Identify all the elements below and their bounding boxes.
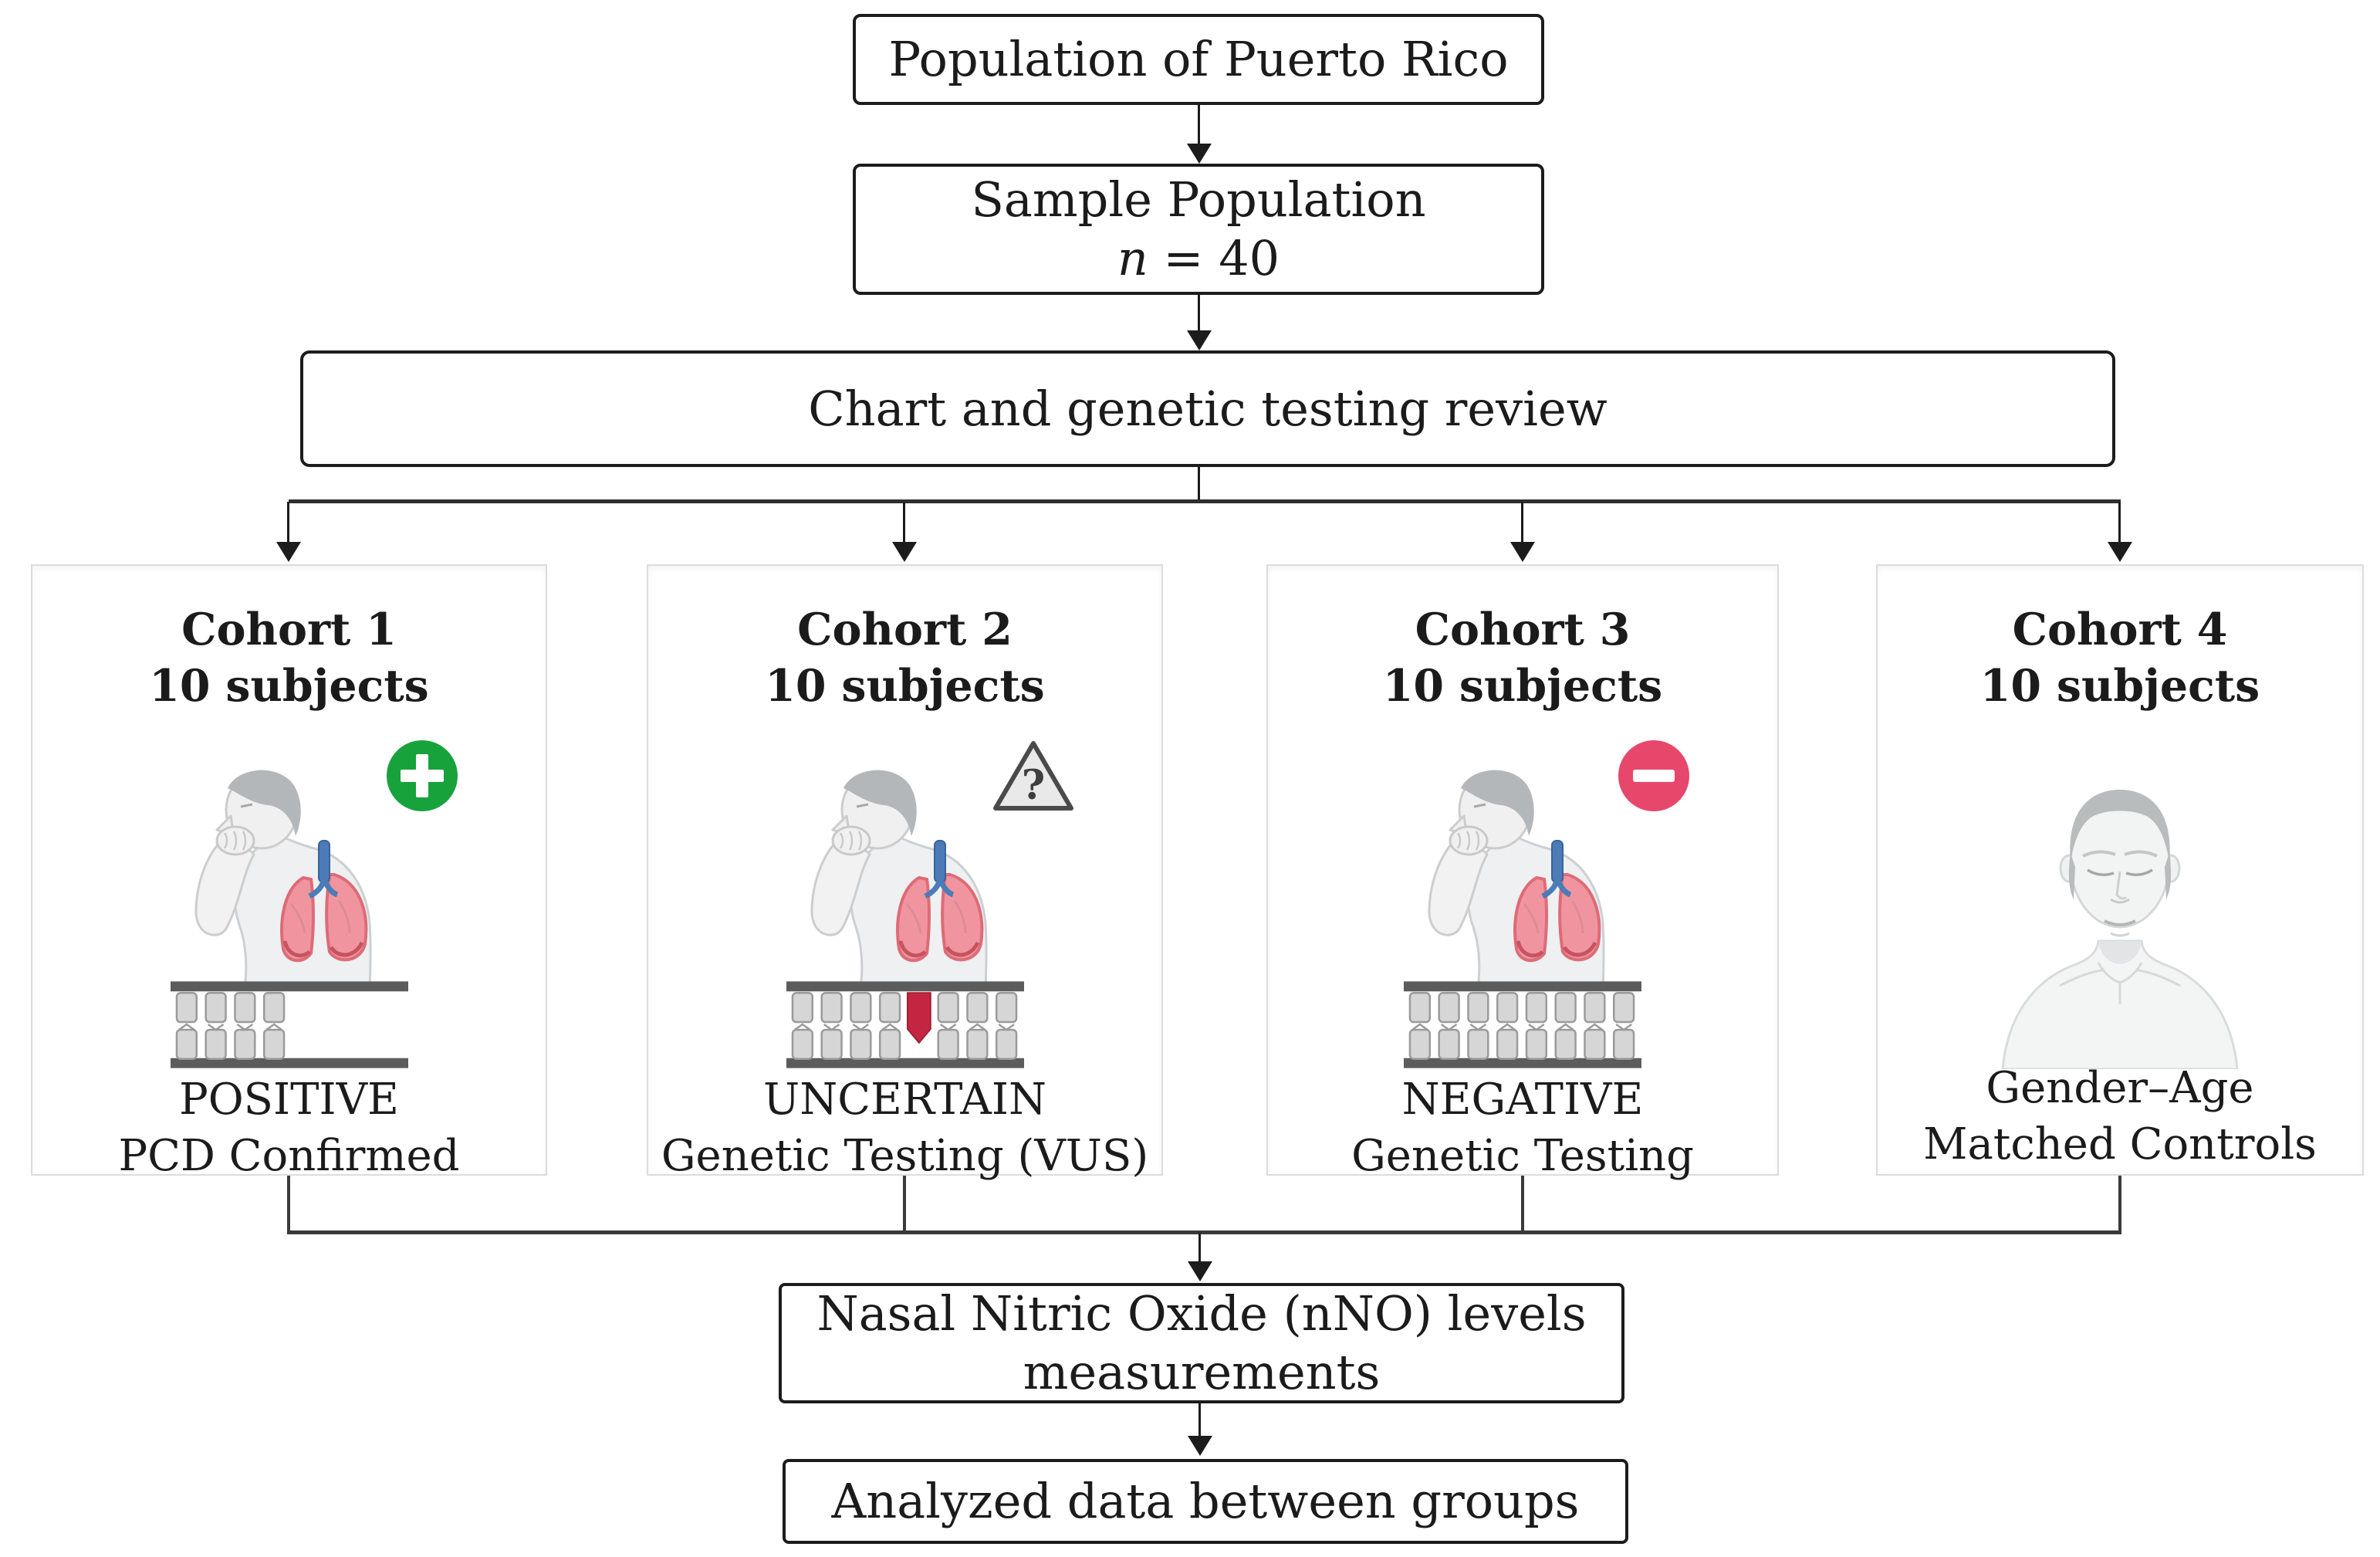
sample-population-label: Sample Population (971, 171, 1426, 228)
coughing-person-illustration (783, 757, 1007, 989)
branch-arrow-1-head (276, 542, 301, 562)
arrow-bracket-to-nno-head (1188, 1261, 1212, 1281)
plus-circle-icon (384, 737, 461, 814)
cilia-red-variant-icon (786, 981, 1024, 1068)
review-branch-stub (1198, 467, 1200, 501)
question-triangle-icon: ? (990, 737, 1077, 814)
population-label: Population of Puerto Rico (888, 31, 1509, 87)
arrow-population-to-sample-line (1198, 105, 1200, 145)
branch-line (289, 499, 2121, 503)
branch-arrow-2-line (903, 502, 905, 544)
bracket-stub-1 (287, 1176, 290, 1233)
branch-arrow-3-line (1521, 502, 1523, 544)
arrow-sample-to-review-line (1198, 295, 1200, 332)
branch-arrow-2-head (892, 542, 917, 562)
coughing-person-illustration (167, 757, 391, 989)
arrow-nno-to-analyzed-head (1188, 1436, 1212, 1456)
nno-label-line2: measurements (1023, 1344, 1381, 1400)
branch-arrow-3-head (1510, 542, 1535, 562)
arrow-sample-to-review-head (1187, 330, 1212, 350)
branch-arrow-4-line (2118, 502, 2121, 544)
analyzed-label: Analyzed data between groups (831, 1473, 1580, 1529)
arrow-bracket-to-nno-line (1198, 1233, 1201, 1264)
minus-circle-icon (1615, 737, 1692, 814)
arrow-population-to-sample-head (1187, 144, 1212, 164)
arrow-nno-to-analyzed-line (1198, 1403, 1201, 1437)
population-box: Population of Puerto Rico (853, 14, 1544, 105)
nno-box: Nasal Nitric Oxide (nNO) levels measurem… (779, 1283, 1624, 1403)
cilia-partial-icon (170, 981, 408, 1068)
nno-label-line1: Nasal Nitric Oxide (nNO) levels (816, 1285, 1587, 1342)
sample-population-box: Sample Population n = 40 (853, 164, 1544, 295)
coughing-person-illustration (1401, 757, 1624, 989)
front-facing-person-illustration (1989, 768, 2251, 1069)
review-box: Chart and genetic testing review (300, 350, 2115, 467)
bracket-stub-3 (1521, 1176, 1524, 1233)
review-label: Chart and genetic testing review (808, 380, 1608, 437)
cilia-full-icon (1404, 981, 1641, 1068)
svg-text:?: ? (1022, 762, 1045, 809)
sample-size-label: n = 40 (1117, 230, 1280, 286)
analyzed-box: Analyzed data between groups (783, 1459, 1628, 1544)
branch-arrow-4-head (2108, 542, 2132, 562)
bracket-line (287, 1230, 2121, 1234)
branch-arrow-1-line (287, 502, 289, 544)
bracket-stub-4 (2118, 1176, 2121, 1233)
bracket-stub-2 (903, 1176, 906, 1233)
